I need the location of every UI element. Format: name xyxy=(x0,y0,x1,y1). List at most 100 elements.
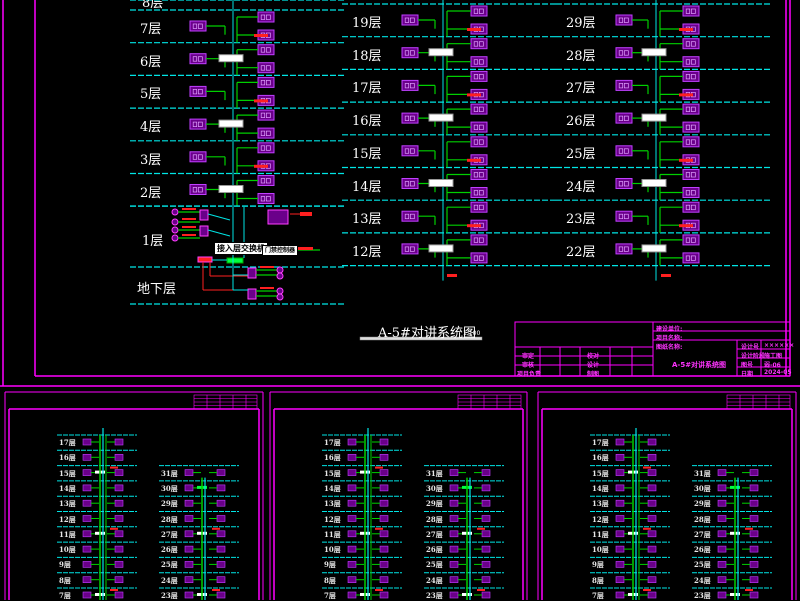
mid-floor-label: 17层 xyxy=(352,81,382,97)
device-glyph xyxy=(478,8,484,14)
mini-floor-label: 31层 xyxy=(426,468,443,478)
door-controller-box: 门禁控制器 xyxy=(262,245,299,256)
mini-floor-label: 27层 xyxy=(694,529,711,539)
device-glyph xyxy=(197,23,203,29)
mini-device-icon xyxy=(449,515,459,522)
mini-floor-label: 17层 xyxy=(324,438,341,447)
mini-device-icon xyxy=(481,515,491,522)
mini-device-icon xyxy=(647,591,657,599)
mini-floor-label: 29层 xyxy=(161,499,178,509)
right-floor-label: 24层 xyxy=(566,179,596,195)
mini-floor-label: 10层 xyxy=(592,545,609,555)
mini-device-icon xyxy=(82,469,92,476)
mini-device-icon xyxy=(184,530,194,538)
tb-drawing-name: A-5#对讲系统图 xyxy=(672,361,727,369)
device-glyph xyxy=(685,74,691,80)
mini-floor-label: 25层 xyxy=(694,560,711,570)
mini-device-icon xyxy=(647,499,657,507)
device-glyph xyxy=(623,50,629,56)
card-reader-icon xyxy=(276,266,284,274)
mini-device-icon xyxy=(82,499,92,507)
mini-device-icon xyxy=(379,453,389,461)
mini-device-icon xyxy=(347,576,357,584)
mini-device-icon xyxy=(749,484,759,492)
mini-power-tag xyxy=(477,589,485,591)
device-glyph xyxy=(690,124,696,130)
mini-device-icon xyxy=(114,484,124,492)
tb-role2-3: 制图 xyxy=(587,371,600,378)
device-glyph xyxy=(404,148,410,154)
mini-device-icon xyxy=(379,515,389,522)
mini-power-tag xyxy=(745,527,753,530)
mini-power-tag xyxy=(745,589,753,591)
device-glyph xyxy=(260,130,266,136)
mini-floor-label: 24层 xyxy=(161,575,178,585)
mini-device-icon xyxy=(717,561,727,568)
device-glyph xyxy=(192,89,198,95)
mini-floor-label: 27层 xyxy=(161,529,178,539)
device-glyph xyxy=(685,172,691,178)
device-glyph xyxy=(192,187,198,193)
mini-power-tag xyxy=(477,527,485,530)
device-glyph xyxy=(409,148,415,154)
mini-device-icon xyxy=(717,591,727,599)
mini-device-icon xyxy=(615,453,625,461)
device-glyph xyxy=(478,255,484,261)
device-glyph xyxy=(473,190,479,196)
mini-device-icon xyxy=(379,591,389,599)
mini-device-icon xyxy=(347,453,357,461)
left-distributor-box xyxy=(218,185,244,193)
mini-floor-label: 27层 xyxy=(426,529,443,539)
device-glyph xyxy=(404,246,410,252)
mini-device-icon xyxy=(114,561,124,568)
device-glyph xyxy=(260,112,266,118)
mini-device-icon xyxy=(347,561,357,568)
mini-device-icon xyxy=(347,499,357,507)
device-glyph xyxy=(623,246,629,252)
right-floor-label: 22层 xyxy=(566,244,596,260)
device-glyph xyxy=(473,74,479,80)
mini-floor-label: 7层 xyxy=(324,591,336,600)
device-glyph xyxy=(260,145,266,151)
left-floor-label: 2层 xyxy=(140,185,162,201)
right-floor-label: 29层 xyxy=(566,16,596,31)
device-glyph xyxy=(265,47,271,53)
mini-floor-label: 28层 xyxy=(161,514,178,524)
mini-power-tag xyxy=(643,527,651,530)
power-supply-icon xyxy=(197,256,213,263)
mini-device-icon xyxy=(216,499,226,507)
mini-floor-label: 16层 xyxy=(59,453,76,463)
mini-device-icon xyxy=(114,591,124,599)
title-underline xyxy=(359,336,483,341)
mid-distributor-box xyxy=(428,48,454,57)
device-glyph xyxy=(192,121,198,127)
device-glyph xyxy=(685,190,691,196)
mini-device-icon xyxy=(82,591,92,599)
ground-power-tag xyxy=(260,266,274,268)
mini-device-icon xyxy=(216,484,226,492)
right-floor-label: 27层 xyxy=(566,81,596,97)
mini-device-icon xyxy=(717,484,727,492)
left-distributor-box xyxy=(218,119,244,128)
device-glyph xyxy=(618,213,624,220)
device-glyph xyxy=(192,154,198,160)
mini-floor-label: 11层 xyxy=(592,529,609,539)
mini-floor-label: 12层 xyxy=(592,514,609,524)
mini-device-icon xyxy=(114,438,124,446)
device-glyph xyxy=(478,41,484,47)
mini-power-tag xyxy=(212,589,220,591)
mini-device-icon xyxy=(481,576,491,584)
mini-power-tag xyxy=(110,589,118,591)
device-glyph xyxy=(192,56,198,62)
device-glyph xyxy=(265,80,271,86)
mini-device-icon xyxy=(749,576,759,584)
tb-role2-1: 校对 xyxy=(587,353,600,360)
device-glyph xyxy=(685,124,691,130)
device-glyph xyxy=(197,89,203,95)
mini-device-icon xyxy=(615,576,625,584)
mini-floor-label: 9层 xyxy=(59,560,71,570)
mini-device-icon xyxy=(749,591,759,599)
device-glyph xyxy=(478,172,484,178)
left-floor-label-partial: 8层 xyxy=(142,0,164,11)
mini-floor-label: 15层 xyxy=(59,468,76,478)
